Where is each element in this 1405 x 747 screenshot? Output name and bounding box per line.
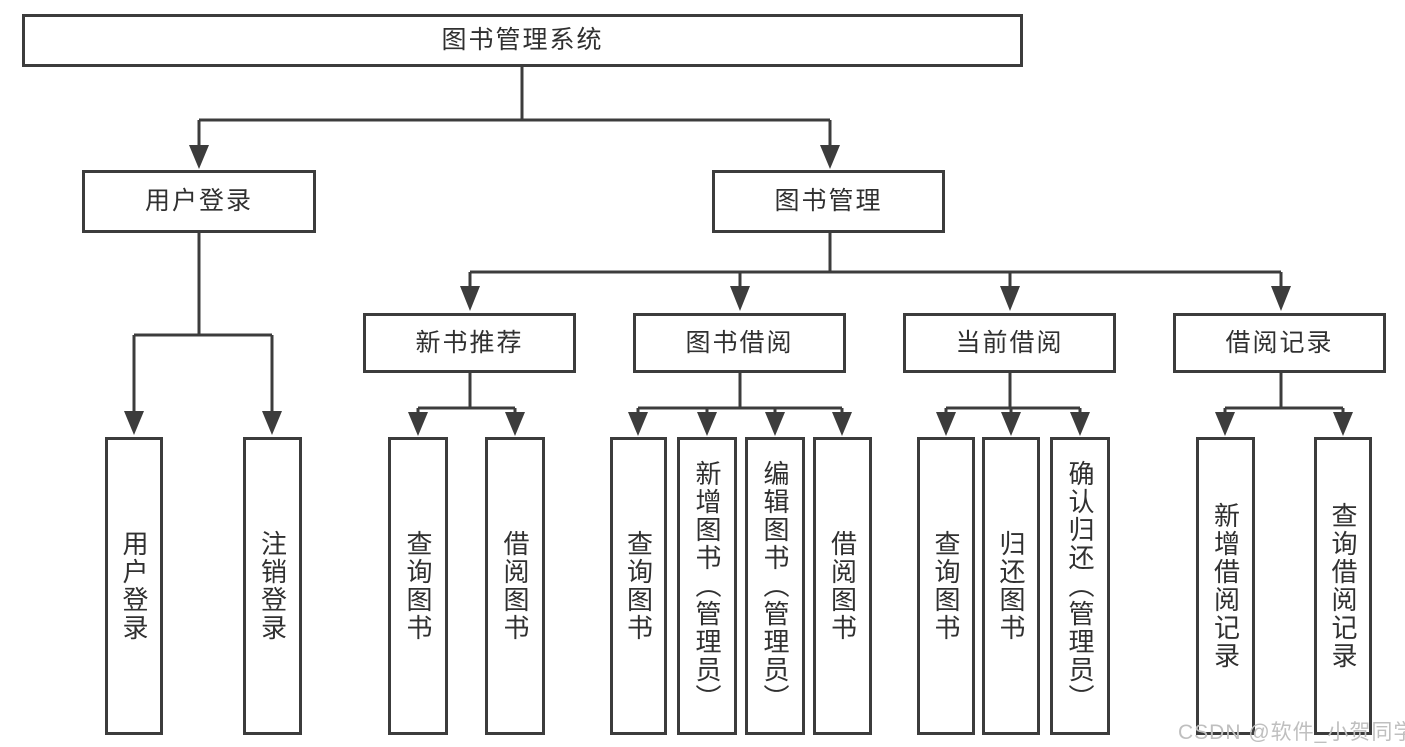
leaf-label: 编辑图书（管理员）: [760, 460, 790, 712]
leaf-label: 借阅图书: [827, 530, 858, 642]
node-user-login: 用户登录: [82, 170, 316, 233]
leaf-label: 注销登录: [257, 530, 288, 642]
node-book-management: 图书管理: [712, 170, 945, 233]
leaf-label: 查询图书: [623, 530, 654, 642]
leaf-label: 新增图书（管理员）: [692, 460, 722, 712]
leaf-query-book-recommend: 查询图书: [388, 437, 448, 735]
leaf-query-book-current: 查询图书: [917, 437, 975, 735]
leaf-borrow-book: 借阅图书: [813, 437, 872, 735]
leaf-user-login: 用户登录: [105, 437, 163, 735]
leaf-label: 借阅图书: [500, 530, 530, 642]
leaf-logout: 注销登录: [243, 437, 302, 735]
leaf-label: 确认归还（管理员）: [1065, 460, 1095, 712]
leaf-label: 查询图书: [403, 530, 433, 642]
arrowheads: [124, 145, 1353, 436]
leaf-query-book-borrow: 查询图书: [610, 437, 667, 735]
leaf-confirm-return-admin: 确认归还（管理员）: [1050, 437, 1110, 735]
leaf-borrow-book-recommend: 借阅图书: [485, 437, 545, 735]
leaf-add-borrow-record: 新增借阅记录: [1196, 437, 1255, 735]
node-library-management-system: 图书管理系统: [22, 14, 1023, 67]
leaf-edit-book-admin: 编辑图书（管理员）: [745, 437, 805, 735]
leaf-label: 用户登录: [119, 530, 149, 642]
leaf-label: 新增借阅记录: [1210, 502, 1241, 670]
leaf-return-book: 归还图书: [982, 437, 1040, 735]
node-new-book-recommendation: 新书推荐: [363, 313, 576, 373]
node-book-borrowing: 图书借阅: [633, 313, 846, 373]
leaf-add-book-admin: 新增图书（管理员）: [677, 437, 737, 735]
node-current-borrowing: 当前借阅: [903, 313, 1116, 373]
leaf-query-borrow-record: 查询借阅记录: [1314, 437, 1372, 735]
leaf-label: 归还图书: [996, 530, 1026, 642]
node-borrowing-records: 借阅记录: [1173, 313, 1386, 373]
csdn-watermark: CSDN @软件_小贺同学: [1178, 721, 1405, 744]
leaf-label: 查询借阅记录: [1328, 502, 1358, 670]
leaf-label: 查询图书: [931, 530, 961, 642]
